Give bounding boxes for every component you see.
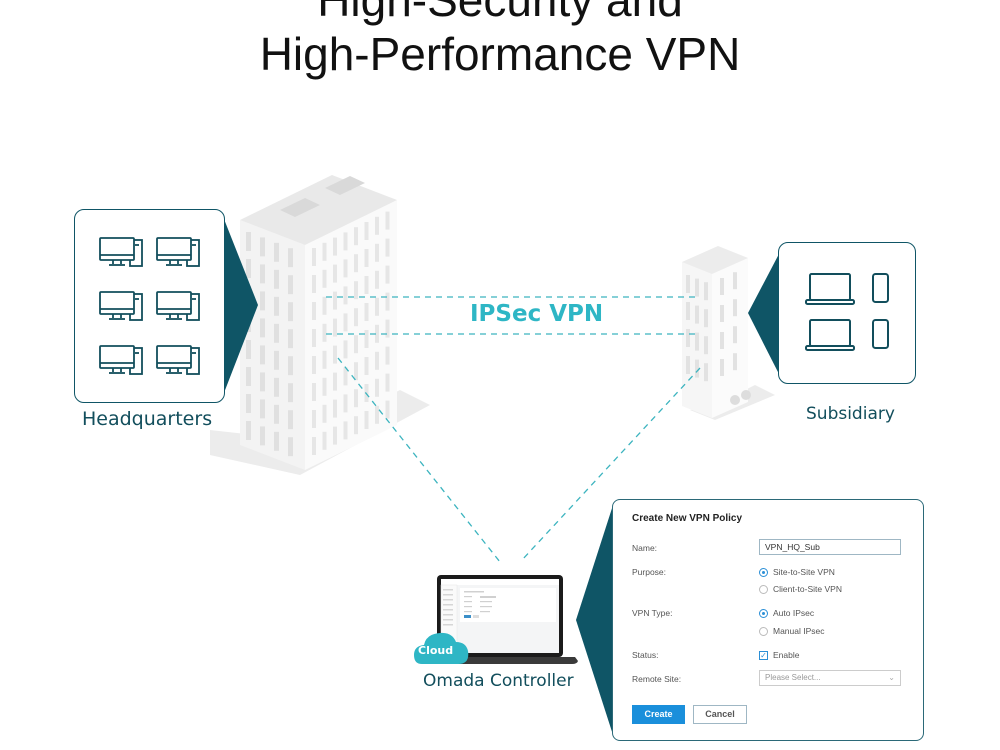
radio-selected-icon[interactable] xyxy=(759,608,768,618)
hq-device-grid xyxy=(99,237,200,375)
hq-callout-pointer xyxy=(222,214,258,398)
cloud-badge-icon xyxy=(414,632,469,664)
status-enable-checkbox[interactable]: ✓ Enable xyxy=(759,650,799,660)
purpose-label: Purpose: xyxy=(632,567,667,577)
remote-site-label: Remote Site: xyxy=(632,674,682,684)
hq-devices-card xyxy=(74,209,225,403)
subsidiary-label: Subsidiary xyxy=(806,404,895,424)
radio-unselected-icon[interactable] xyxy=(759,584,768,594)
remote-site-placeholder: Please Select... xyxy=(765,673,821,682)
option-label: Manual IPsec xyxy=(773,626,825,636)
desktop-icon xyxy=(99,345,143,375)
remote-site-select[interactable]: Please Select... ⌄ xyxy=(759,670,901,686)
title-line-2: High-Performance VPN xyxy=(259,28,741,80)
subsidiary-callout-pointer xyxy=(748,252,780,376)
subsidiary-devices-card xyxy=(778,242,916,384)
laptop-icon xyxy=(805,319,855,351)
cloud-badge-label: Cloud xyxy=(418,644,454,657)
status-label: Status: xyxy=(632,650,659,660)
subsidiary-device-grid xyxy=(805,273,889,351)
vpn-type-option-auto[interactable]: Auto IPsec xyxy=(759,608,814,618)
desktop-icon xyxy=(99,291,143,321)
checkbox-checked-icon[interactable]: ✓ xyxy=(759,650,768,660)
desktop-icon xyxy=(99,237,143,267)
vpn-type-label: VPN Type: xyxy=(632,608,673,618)
desktop-icon xyxy=(156,345,200,375)
chevron-down-icon: ⌄ xyxy=(888,673,895,682)
radio-unselected-icon[interactable] xyxy=(759,626,768,636)
desktop-icon xyxy=(156,291,200,321)
create-vpn-policy-panel: Create New VPN Policy Name: VPN_HQ_Sub P… xyxy=(612,499,924,741)
title-line-1: High-Security and xyxy=(317,0,683,26)
phone-icon xyxy=(872,273,889,303)
ipsec-vpn-label: IPSec VPN xyxy=(470,301,604,327)
panel-title: Create New VPN Policy xyxy=(632,513,743,524)
vpn-type-option-manual[interactable]: Manual IPsec xyxy=(759,626,825,636)
desktop-icon xyxy=(156,237,200,267)
name-label: Name: xyxy=(632,543,658,553)
option-label: Site-to-Site VPN xyxy=(773,567,835,577)
create-button[interactable]: Create xyxy=(632,705,685,724)
purpose-option-site-to-site[interactable]: Site-to-Site VPN xyxy=(759,567,835,577)
option-label: Auto IPsec xyxy=(773,608,815,618)
name-input[interactable]: VPN_HQ_Sub xyxy=(759,539,901,555)
phone-icon xyxy=(872,319,889,349)
option-label: Client-to-Site VPN xyxy=(773,584,842,594)
controller-label: Omada Controller xyxy=(423,671,574,691)
laptop-icon xyxy=(805,273,855,305)
subsidiary-building xyxy=(682,246,751,418)
hq-building xyxy=(240,175,397,470)
radio-selected-icon[interactable] xyxy=(759,567,768,577)
cancel-button[interactable]: Cancel xyxy=(693,705,747,724)
hq-label: Headquarters xyxy=(82,408,213,430)
form-callout-pointer xyxy=(576,502,614,738)
purpose-option-client-to-site[interactable]: Client-to-Site VPN xyxy=(759,584,842,594)
checkbox-label: Enable xyxy=(773,650,800,660)
